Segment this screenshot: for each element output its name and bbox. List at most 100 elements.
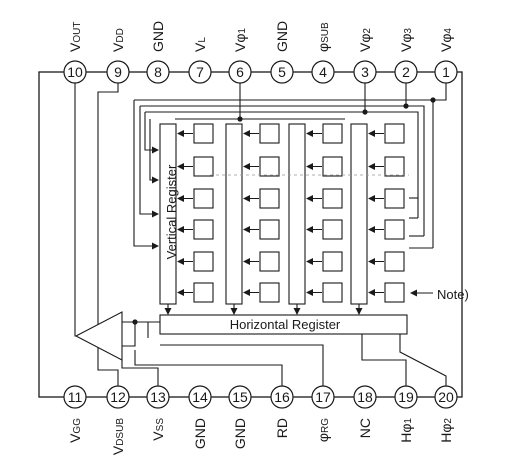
- pin-label: Vφ4: [438, 28, 454, 52]
- pin-8: 8 GND: [146, 21, 170, 84]
- pin-label: φRG: [315, 418, 331, 442]
- pin-label: Vφ3: [398, 28, 414, 52]
- pin-label: GND: [150, 21, 166, 52]
- pixel-array: [159, 123, 433, 335]
- photodiode: [322, 156, 343, 177]
- vertical-register-3: [288, 123, 306, 305]
- wire-left-bus: [133, 100, 158, 247]
- pin-number: 3: [361, 64, 369, 80]
- pin-circle: [63, 385, 87, 409]
- pin-label: Hφ2: [438, 418, 454, 443]
- photodiode: [322, 123, 343, 144]
- pin-label: VDD: [110, 28, 126, 52]
- wire-vout: [74, 83, 76, 337]
- pin-circle: [434, 60, 458, 84]
- wire-hphi2: [399, 334, 447, 386]
- pin-label: VL: [192, 37, 208, 52]
- pin-circle: [270, 385, 294, 409]
- photodiode: [259, 188, 280, 209]
- photodiode: [322, 282, 343, 303]
- pin-label: GND: [232, 418, 248, 449]
- pin-circle: [228, 60, 252, 84]
- photodiode: [384, 188, 405, 209]
- pin-number: 15: [232, 389, 248, 405]
- pin-number: 19: [398, 389, 414, 405]
- pin-label: φSUB: [315, 22, 331, 52]
- pin-label: Vφ2: [357, 28, 373, 52]
- pin-label: VOUT: [67, 22, 83, 52]
- pin-2: 2 Vφ3: [394, 28, 418, 84]
- pin-label: GND: [192, 418, 208, 449]
- vertical-register-2: [225, 123, 243, 305]
- pin-number: 8: [154, 64, 162, 80]
- pin-circle: [106, 60, 130, 84]
- pin-number: 12: [110, 389, 126, 405]
- pin-circle: [311, 385, 335, 409]
- pin-label: VSS: [150, 418, 166, 441]
- pin-number: 10: [67, 64, 83, 80]
- pin-number: 9: [114, 64, 122, 80]
- pin-label: Vφ1: [232, 28, 248, 52]
- pin-number: 7: [196, 64, 204, 80]
- output-amplifier: [74, 311, 123, 361]
- wire-vphi2-bus: [145, 111, 419, 218]
- pin-circle: [394, 385, 418, 409]
- photodiode: [193, 188, 214, 209]
- wire-hphi1: [361, 334, 407, 386]
- photodiode: [193, 156, 214, 177]
- photodiode: [322, 251, 343, 272]
- wire-left-bus: [144, 112, 158, 151]
- pin-label: VDSUB: [110, 418, 126, 455]
- photodiode: [193, 123, 214, 144]
- horizontal-register-label: Horizontal Register: [230, 317, 341, 332]
- photodiode: [259, 156, 280, 177]
- wire-vss: [121, 360, 159, 386]
- pin-number: 11: [68, 389, 83, 405]
- photodiode: [259, 219, 280, 240]
- pin-10: 10 VOUT: [63, 22, 87, 84]
- bottom-pin-row: 11VGG12VDSUB13VSS14GND15GND16RD17φRG18NC…: [63, 385, 458, 455]
- pin-label: RD: [274, 418, 290, 438]
- pin-circle: [394, 60, 418, 84]
- pin-number: 4: [319, 64, 327, 80]
- pin-number: 20: [438, 389, 454, 405]
- pin-circle: [434, 385, 458, 409]
- pin-label: GND: [274, 21, 290, 52]
- photodiode: [384, 251, 405, 272]
- pin-circle: [270, 60, 294, 84]
- photodiode: [259, 251, 280, 272]
- photodiode: [384, 123, 405, 144]
- photodiode: [259, 282, 280, 303]
- pin-number: 16: [274, 389, 290, 405]
- pin-7: 7 VL: [188, 37, 212, 84]
- pin-number: 14: [192, 389, 208, 405]
- pin-circle: [188, 385, 212, 409]
- pin-number: 13: [150, 389, 166, 405]
- pin-circle: [188, 60, 212, 84]
- wire-vdd: [97, 83, 119, 326]
- pin-4: 4 φSUB: [311, 22, 335, 84]
- pin-number: 2: [402, 64, 410, 80]
- wire-left-bus: [139, 106, 158, 215]
- photodiode: [193, 251, 214, 272]
- pin-circle: [228, 385, 252, 409]
- photodiode: [322, 219, 343, 240]
- wire-vphi3-bus: [140, 105, 425, 236]
- pin-9: 9 VDD: [106, 28, 130, 84]
- wire-phirg: [160, 344, 324, 386]
- wire-rd: [134, 350, 283, 386]
- pin-circle: [63, 60, 87, 84]
- horizontal-register: [159, 314, 408, 335]
